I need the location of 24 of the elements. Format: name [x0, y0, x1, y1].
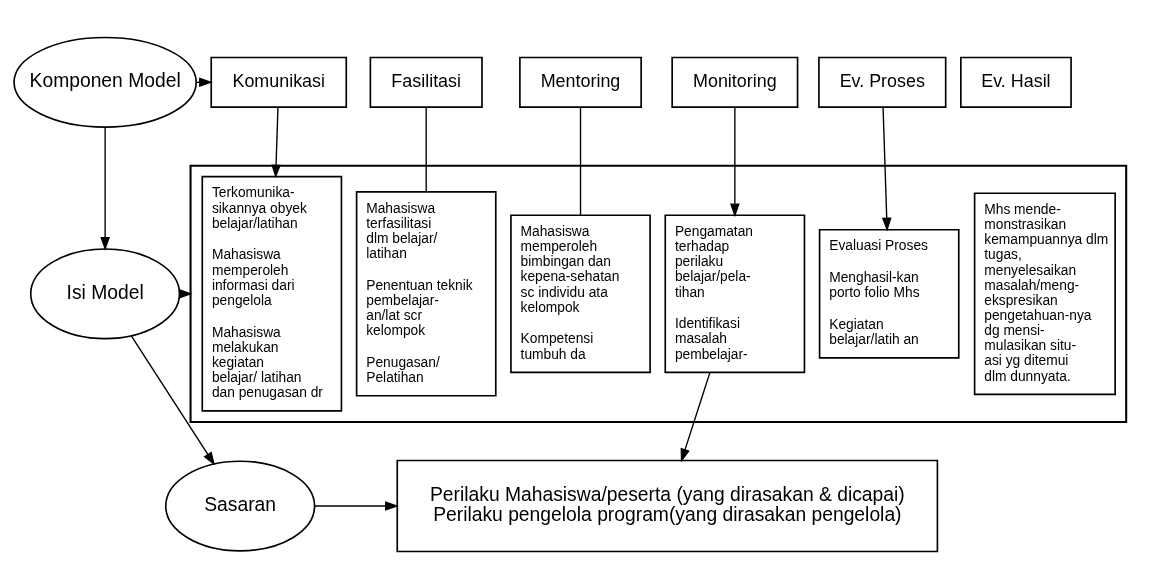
connector — [579, 106, 582, 216]
arrow — [130, 334, 215, 466]
node-box: Evaluasi Proses Menghasil-kan porto folio Mhs Kegiatan belajar/latih an — [818, 228, 960, 359]
node-box: Komunikasi — [210, 56, 348, 108]
node-box: Pengamatan terhadap perilaku belajar/pela-tihan Identifikasi masalah pembelajar- — [664, 213, 806, 373]
arrow — [730, 106, 740, 217]
node-box: Monitoring — [671, 56, 799, 108]
node-box: Mentoring — [519, 56, 642, 108]
node-box: Fasilitasi — [369, 56, 483, 108]
connector — [425, 106, 427, 192]
arrow — [314, 500, 399, 511]
node-ellipse: Komponen Model — [13, 36, 197, 128]
arrow — [100, 126, 110, 251]
arrow — [881, 106, 892, 231]
node-box: Ev. Proses — [818, 56, 947, 108]
arrow — [271, 106, 281, 178]
node-box: Terkomunika-sikannya obyek belajar/latihan Mahasiswa memperoleh informasi dari pengelola Mahasiswa melakukan kegiatan belajar/ latihan dan penugasan dr — [201, 175, 343, 412]
node-box: Mahasiswa memperoleh bimbingan dan kepena-sehatan sc individu ata kelompok Kompetensi tumbuh da — [510, 213, 651, 373]
node-box: Perilaku Mahasiswa/peserta (yang dirasakan & dicapai) Perilaku pengelola program(yang dirasakan pengelola) — [396, 459, 939, 552]
node-box: Mahasiswa terfasilitasi dlm belajar/ latihan Penentuan teknik pembelajar-an/lat scr kelompok Penugasan/ Pelatihan — [355, 190, 497, 397]
node-box: Mhs mende-monstrasikan kemampuannya dlm tugas, menyelesaikan masalah/meng-ekspresikan pengetahuan-nya dg mensi-mulasikan situ-asi yg ditemui dlm dunnyata. — [973, 191, 1116, 395]
node-box: Ev. Hasil — [960, 56, 1072, 108]
node-ellipse: Sasaran — [164, 459, 316, 552]
arrow — [680, 371, 711, 462]
